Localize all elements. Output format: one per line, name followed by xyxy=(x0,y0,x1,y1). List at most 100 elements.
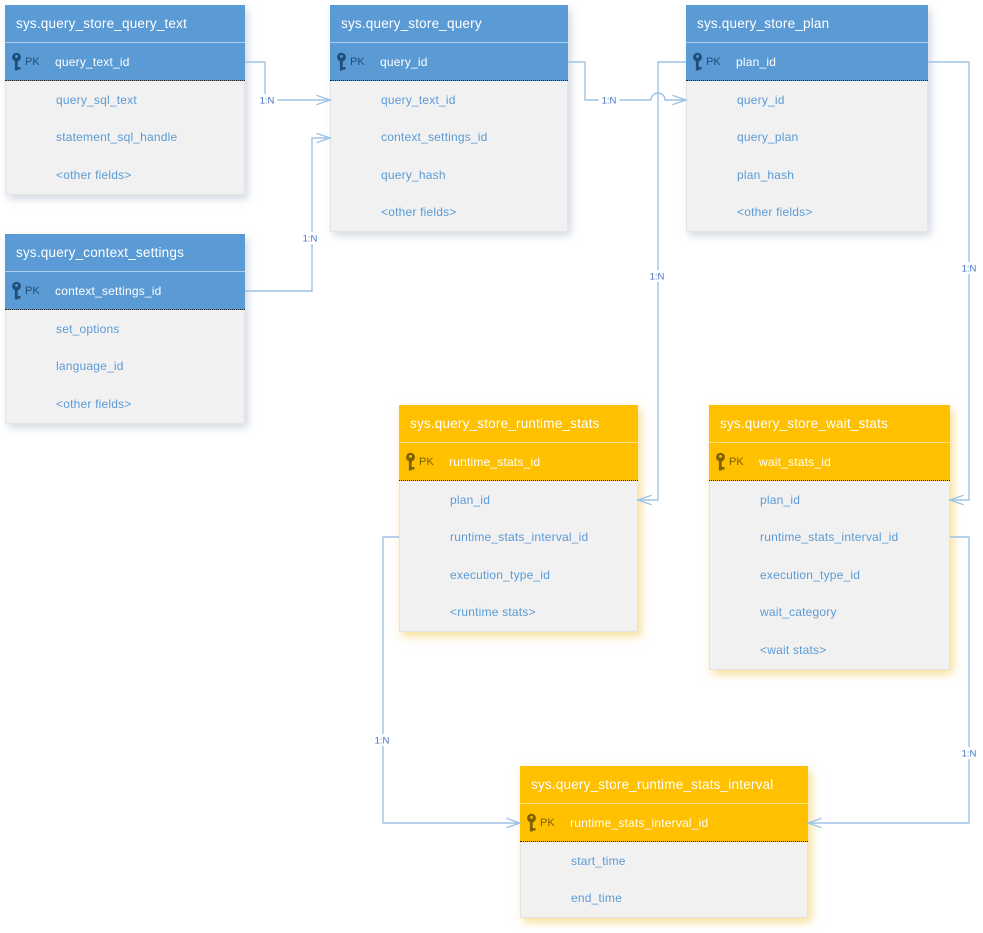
cardinality-label-bg xyxy=(256,94,278,106)
field-row: <other fields> xyxy=(6,156,244,194)
field-row: start_time xyxy=(521,842,807,880)
field-row: language_id xyxy=(6,348,244,386)
relationship-line xyxy=(245,61,330,101)
connector-plan-to-runtime-stats: 1:N xyxy=(635,61,686,506)
field-row: <other fields> xyxy=(331,194,567,232)
field-name: wait_category xyxy=(760,605,837,620)
pk-label: PK xyxy=(25,55,40,68)
field-row: <runtime stats> xyxy=(400,594,637,632)
table-query-store-runtime-stats-interval: sys.query_store_runtime_stats_interval P… xyxy=(520,766,808,918)
pk-row: PK context_settings_id xyxy=(5,272,245,310)
field-row: statement_sql_handle xyxy=(6,119,244,157)
field-name: execution_type_id xyxy=(450,567,551,582)
field-name: <other fields> xyxy=(737,205,813,220)
pk-field-name: runtime_stats_interval_id xyxy=(570,815,709,830)
pk-row: PK runtime_stats_id xyxy=(399,443,638,481)
field-row: <wait stats> xyxy=(710,631,949,669)
cardinality-label-bg xyxy=(299,232,321,244)
table-title: sys.query_store_query_text xyxy=(16,16,188,31)
field-row: execution_type_id xyxy=(400,556,637,594)
field-row: end_time xyxy=(521,880,807,918)
connector-query-text-to-query: 1:N xyxy=(245,61,333,107)
field-row: execution_type_id xyxy=(710,556,949,594)
cardinality-label: 1:N xyxy=(962,749,977,760)
table-header: sys.query_store_plan xyxy=(686,5,928,43)
cardinality-label-bg xyxy=(371,734,393,746)
fields-list: start_time end_time xyxy=(520,842,808,918)
field-row: <other fields> xyxy=(6,385,244,423)
pk-row: PK plan_id xyxy=(686,43,928,81)
table-title: sys.query_store_runtime_stats_interval xyxy=(531,777,774,792)
field-row: <other fields> xyxy=(687,194,927,232)
cardinality-label-bg xyxy=(958,747,980,759)
field-name: query_text_id xyxy=(381,92,456,107)
field-row: runtime_stats_interval_id xyxy=(710,519,949,557)
table-query-store-query: sys.query_store_query PK query_id query_… xyxy=(330,5,568,232)
field-name: <runtime stats> xyxy=(450,605,536,620)
field-row: query_id xyxy=(687,81,927,119)
primary-key-icon xyxy=(336,52,347,71)
field-name: query_hash xyxy=(381,167,446,182)
field-name: runtime_stats_interval_id xyxy=(450,530,589,545)
field-row: set_options xyxy=(6,310,244,348)
field-name: query_sql_text xyxy=(56,92,137,107)
pk-field-name: context_settings_id xyxy=(55,283,162,298)
table-title: sys.query_store_wait_stats xyxy=(720,416,889,431)
field-name: context_settings_id xyxy=(381,130,488,145)
field-row: wait_category xyxy=(710,594,949,632)
primary-key-icon xyxy=(715,452,726,471)
table-query-context-settings: sys.query_context_settings PK context_se… xyxy=(5,234,245,424)
table-header: sys.query_store_wait_stats xyxy=(709,405,950,443)
table-query-store-wait-stats: sys.query_store_wait_stats PK wait_stats… xyxy=(709,405,950,670)
pk-row: PK query_text_id xyxy=(5,43,245,81)
field-row: plan_id xyxy=(710,481,949,519)
field-name: set_options xyxy=(56,321,120,336)
field-name: end_time xyxy=(571,891,622,906)
field-row: plan_hash xyxy=(687,156,927,194)
field-name: <other fields> xyxy=(56,396,132,411)
field-row: query_text_id xyxy=(331,81,567,119)
pk-field-name: runtime_stats_id xyxy=(449,454,541,469)
field-name: language_id xyxy=(56,359,124,374)
many-arrowhead-icon xyxy=(672,94,689,106)
pk-label: PK xyxy=(706,55,721,68)
table-query-store-query-text: sys.query_store_query_text PK query_text… xyxy=(5,5,245,195)
field-name: query_plan xyxy=(737,130,799,145)
pk-row: PK query_id xyxy=(330,43,568,81)
pk-field-name: wait_stats_id xyxy=(759,454,831,469)
primary-key-icon xyxy=(692,52,703,71)
pk-label: PK xyxy=(25,284,40,297)
table-header: sys.query_store_query_text xyxy=(5,5,245,43)
field-row: runtime_stats_interval_id xyxy=(400,519,637,557)
cardinality-label: 1:N xyxy=(303,234,318,245)
connector-query-to-plan: 1:N xyxy=(568,61,689,107)
field-name: execution_type_id xyxy=(760,567,861,582)
many-arrowhead-icon xyxy=(805,817,822,829)
fields-list: plan_id runtime_stats_interval_id executio… xyxy=(709,481,950,670)
many-arrowhead-icon xyxy=(316,94,333,106)
field-row: query_hash xyxy=(331,156,567,194)
fields-list: query_text_id context_settings_id query_ha… xyxy=(330,81,568,232)
field-row: context_settings_id xyxy=(331,119,567,157)
table-title: sys.query_store_runtime_stats xyxy=(410,416,600,431)
table-header: sys.query_store_runtime_stats_interval xyxy=(520,766,808,804)
table-title: sys.query_store_plan xyxy=(697,16,830,31)
connector-context-settings-to-query: 1:N xyxy=(245,132,333,292)
many-arrowhead-icon xyxy=(635,494,652,506)
fields-list: query_id query_plan plan_hash <other fields… xyxy=(686,81,928,232)
table-title: sys.query_context_settings xyxy=(16,245,185,260)
fields-list: plan_id runtime_stats_interval_id executio… xyxy=(399,481,638,632)
relationship-line xyxy=(638,61,686,501)
primary-key-icon xyxy=(11,52,22,71)
field-name: <other fields> xyxy=(56,167,132,182)
field-name: plan_hash xyxy=(737,167,795,182)
field-row: plan_id xyxy=(400,481,637,519)
field-name: <other fields> xyxy=(381,205,457,220)
pk-field-name: plan_id xyxy=(736,54,777,69)
fields-list: query_sql_text statement_sql_handle <other… xyxy=(5,81,245,195)
field-row: query_plan xyxy=(687,119,927,157)
pk-field-name: query_text_id xyxy=(55,54,130,69)
field-name: runtime_stats_interval_id xyxy=(760,530,899,545)
pk-row: PK wait_stats_id xyxy=(709,443,950,481)
pk-row: PK runtime_stats_interval_id xyxy=(520,804,808,842)
